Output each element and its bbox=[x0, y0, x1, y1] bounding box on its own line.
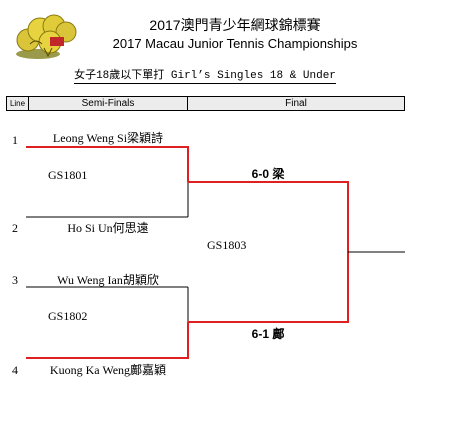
player-name-2: Ho Si Un何思遠 bbox=[67, 221, 149, 235]
tournament-logo bbox=[14, 10, 78, 62]
event-title: 女子18歲以下單打 Girl’s Singles 18 & Under bbox=[60, 69, 350, 84]
player-name-1: Leong Weng Si梁穎詩 bbox=[52, 131, 164, 145]
tournament-title-chinese: 2017澳門青少年網球錦標賽 bbox=[149, 17, 321, 33]
match-code-semi-1: GS1801 bbox=[48, 168, 88, 182]
line-number-2: 2 bbox=[12, 221, 18, 235]
score-semi-2: 6-1 鄺 bbox=[251, 327, 285, 341]
match-code-final: GS1803 bbox=[207, 238, 247, 252]
column-header-final: Final bbox=[187, 96, 405, 111]
column-header-semi-finals: Semi-Finals bbox=[28, 96, 188, 111]
player-name-3: Wu Weng Ian胡穎欣 bbox=[57, 273, 159, 287]
player-name-4: Kuong Ka Weng鄺嘉穎 bbox=[49, 363, 167, 377]
line-number-4: 4 bbox=[12, 363, 18, 377]
line-number-3: 3 bbox=[12, 273, 18, 287]
score-semi-1: 6-0 梁 bbox=[251, 167, 285, 181]
tournament-title-english: 2017 Macau Junior Tennis Championships bbox=[112, 36, 358, 51]
event-title-text: 女子18歲以下單打 Girl’s Singles 18 & Under bbox=[74, 70, 336, 84]
match-code-semi-2: GS1802 bbox=[48, 309, 88, 323]
line-number-1: 1 bbox=[12, 133, 18, 147]
